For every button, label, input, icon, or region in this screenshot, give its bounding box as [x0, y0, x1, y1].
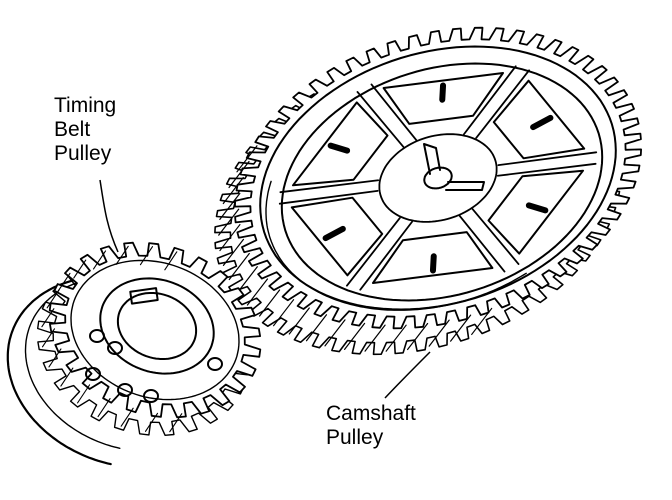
timing-belt-pulley-label-line-2: Belt: [54, 118, 91, 141]
camshaft-pulley-label-line-2: Pulley: [326, 426, 384, 449]
camshaft-slot: [322, 225, 346, 242]
timing-tooth-edge: [60, 367, 74, 387]
camshaft-tooth-edge: [222, 238, 245, 267]
camshaft-spoke: [458, 208, 520, 273]
camshaft-slot: [525, 202, 549, 214]
camshaft-tooth-edge: [324, 319, 346, 347]
camshaft-tooth-edge: [246, 278, 269, 306]
camshaft-tooth-edge: [219, 192, 241, 221]
timing-bolt-hole: [207, 357, 223, 371]
camshaft-window: [487, 169, 584, 255]
camshaft-spoke: [463, 65, 530, 139]
timing-bolt-hole: [85, 367, 101, 381]
camshaft-tooth-edge: [364, 324, 386, 352]
timing-belt-pulley: [6, 241, 262, 466]
camshaft-rim-shadow: [265, 180, 527, 311]
camshaft-key: [445, 181, 485, 191]
camshaft-tooth-edge: [450, 314, 472, 342]
camshaft-rim-outer: [259, 45, 617, 311]
camshaft-tooth-edge: [471, 307, 493, 336]
timing-tooth-edge: [48, 348, 62, 368]
camshaft-tooth-edge: [344, 322, 366, 350]
camshaft-tooth-edge: [236, 145, 258, 173]
camshaft-slot: [327, 142, 351, 154]
camshaft-pulley: [214, 26, 642, 356]
camshaft-tooth-edge: [428, 319, 450, 347]
camshaft-tooth-edge: [305, 314, 328, 342]
camshaft-window: [292, 101, 389, 187]
camshaft-window: [290, 196, 384, 277]
timing-face: [70, 259, 240, 401]
timing-tooth-edge: [73, 259, 87, 279]
timing-hub: [99, 277, 215, 375]
timing-bolt-hole: [143, 389, 159, 403]
camshaft-tooth-edge: [228, 160, 250, 189]
camshaft-spoke: [346, 217, 413, 291]
camshaft-tooth-edge: [218, 208, 240, 236]
camshaft-tooth-edge: [219, 223, 241, 252]
timing-tooth-edge: [120, 407, 134, 427]
camshaft-window: [492, 79, 586, 160]
timing-tooth-edge: [41, 308, 55, 328]
camshaft-tooth-edge: [228, 252, 250, 281]
timing-belt-pulley-label-line-3: Pulley: [54, 142, 112, 165]
camshaft-tooth-edge: [272, 299, 295, 327]
camshaft-pulley-label: Camshaft Pulley: [326, 402, 416, 450]
camshaft-tooth-edge: [385, 324, 407, 352]
timing-tooth-edge: [139, 246, 153, 266]
timing-bolt-hole: [107, 341, 123, 355]
camshaft-slot: [530, 114, 554, 131]
timing-tooth-edge: [77, 384, 91, 404]
timing-tooth-edge: [57, 272, 71, 292]
timing-tooth-edge: [97, 397, 111, 418]
camshaft-tooth-edge: [288, 307, 310, 335]
camshaft-spoke: [278, 179, 380, 205]
timing-belt-pulley-leader: [99, 179, 119, 253]
camshaft-tooth-edge: [222, 176, 244, 205]
timing-tooth-edge: [164, 251, 178, 271]
timing-bolt-hole: [117, 383, 133, 397]
timing-keyway: [129, 287, 159, 305]
camshaft-hub-ring: [378, 133, 498, 223]
timing-belt-pulley-label: Timing Belt Pulley: [54, 94, 116, 166]
timing-belt-pulley-label-line-1: Timing: [54, 94, 117, 117]
camshaft-tooth-edge: [407, 322, 429, 351]
timing-tooth-edge: [145, 412, 159, 432]
camshaft-window: [372, 231, 494, 284]
camshaft-window: [382, 72, 504, 125]
timing-tooth-edge: [169, 413, 183, 433]
timing-tooth-edge: [41, 328, 56, 348]
camshaft-spoke: [496, 151, 598, 177]
timing-tooth-edge: [115, 245, 129, 265]
camshaft-slot: [429, 253, 437, 274]
camshaft-pulley-leader: [384, 351, 431, 399]
camshaft-key: [423, 143, 441, 175]
timing-bore: [116, 292, 198, 360]
camshaft-tooth-edge: [258, 289, 281, 317]
camshaft-spoke: [356, 83, 418, 148]
timing-tooth-edge: [93, 250, 107, 270]
camshaft-pulley-label-line-1: Camshaft: [326, 402, 416, 425]
camshaft-slot: [439, 82, 447, 103]
timing-tooth-edge: [46, 289, 60, 309]
camshaft-rim-inner: [280, 62, 604, 302]
camshaft-tooth-edge: [236, 266, 258, 294]
camshaft-hub-bore: [423, 166, 453, 190]
timing-bolt-hole: [89, 329, 105, 343]
